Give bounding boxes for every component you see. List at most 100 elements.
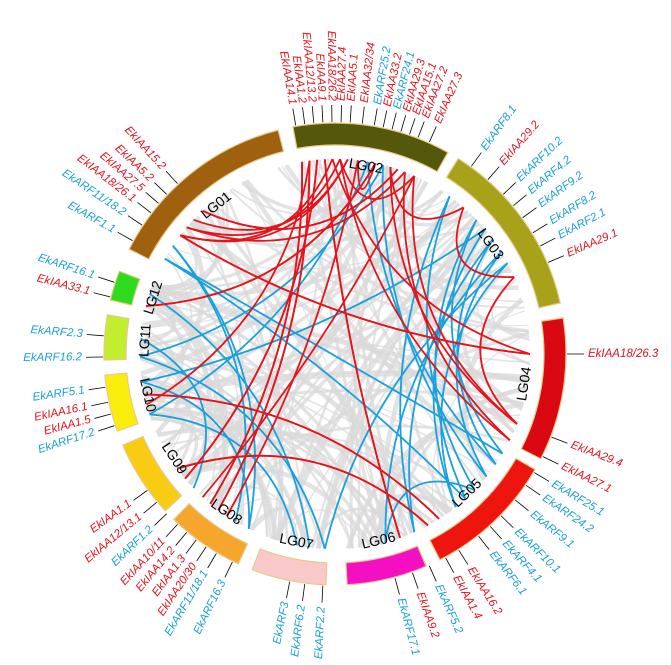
chromosome-lg12 [109, 270, 141, 306]
iaa-link [209, 161, 304, 505]
gene-tick [417, 121, 425, 138]
gene-tick [382, 110, 388, 128]
gene-tick [98, 425, 115, 432]
gene-label: EkARF16.2 [23, 351, 83, 364]
chromosome-lg10 [104, 372, 139, 432]
iaa-link [323, 159, 401, 539]
gene-tick [361, 106, 365, 124]
gene-tick [224, 561, 233, 578]
gene-label: EkARF5.1 [32, 384, 86, 403]
arf-link [425, 195, 476, 491]
iaa-link [144, 393, 440, 520]
gene-label: EkARF6.2 [289, 603, 308, 657]
gene-tick [409, 118, 416, 135]
background-link [316, 237, 494, 549]
arf-link [399, 195, 451, 533]
gene-tick [373, 108, 378, 126]
background-link [141, 226, 206, 390]
iaa-links [144, 158, 531, 539]
gene-tick [165, 524, 178, 538]
gene-tick [503, 182, 516, 195]
gene-tick [394, 577, 400, 595]
iaa-link [184, 159, 319, 480]
iaa-link [455, 207, 515, 278]
arf-link [172, 245, 256, 530]
gene-tick [94, 413, 112, 419]
gene-tick [175, 532, 187, 546]
gene-label: EkIAA9.1 [313, 53, 327, 102]
gene-tick [302, 107, 306, 125]
iaa-link [356, 160, 377, 190]
gene-tick [137, 202, 152, 214]
background-link [147, 407, 399, 540]
gene-tick [542, 456, 559, 465]
gene-label: EkARF3 [271, 600, 291, 645]
chromosome-label: LG04 [513, 365, 534, 402]
gene-tick [428, 126, 437, 143]
iaa-link [176, 454, 429, 527]
background-link [139, 357, 269, 537]
background-link [310, 225, 483, 548]
gene-tick [548, 255, 564, 263]
iaa-link [217, 160, 311, 511]
iaa-link [339, 158, 415, 200]
arf-link [149, 292, 311, 548]
gene-tick [471, 152, 482, 167]
chromosome-lg11 [103, 314, 130, 361]
gene-tick [349, 105, 352, 123]
iaa-link [331, 158, 531, 355]
gene-tick [88, 386, 106, 391]
background-link [474, 239, 531, 366]
gene-label: EkARF2.3 [30, 324, 84, 340]
gene-tick [391, 112, 397, 130]
gene-label: EkIAA5.1 [346, 53, 361, 102]
gene-tick [321, 585, 324, 603]
gene-label: EkIAA29.4 [569, 439, 624, 470]
iaa-link [186, 171, 406, 242]
gene-tick [513, 194, 527, 206]
gene-tick [428, 565, 437, 582]
chromosome-label: LG11 [135, 323, 153, 357]
iaa-link [180, 158, 349, 243]
gene-tick [98, 276, 115, 283]
gene-tick [302, 583, 306, 601]
gene-tick [534, 472, 550, 482]
iaa-link [411, 175, 518, 425]
gene-tick [165, 170, 178, 184]
gene-tick [207, 553, 217, 569]
iaa-link [479, 276, 518, 425]
chromosome-lg06 [345, 545, 427, 586]
gene-tick [412, 572, 419, 589]
background-link [349, 159, 408, 536]
gene-tick [400, 115, 407, 132]
chromosome-lg09 [121, 435, 183, 512]
gene-tick [133, 490, 148, 501]
gene-tick [86, 334, 104, 337]
chromosome-label: LG06 [360, 528, 397, 551]
gene-tick [540, 237, 556, 247]
gene-tick [117, 231, 133, 241]
chromosome-lg07 [251, 548, 328, 586]
chromosome-lg02 [292, 122, 449, 173]
gene-tick [145, 191, 159, 204]
gene-tick [91, 401, 109, 407]
background-link [181, 464, 373, 547]
arf-links [139, 161, 509, 549]
iaa-link [179, 234, 531, 355]
gene-tick [196, 546, 207, 562]
arf-link [164, 257, 467, 500]
chromosome-label: LG10 [137, 377, 160, 414]
chromosome-lg04 [520, 317, 567, 460]
gene-tick [500, 515, 514, 529]
chromosome-label: LG02 [348, 155, 385, 176]
background-link [355, 160, 515, 433]
background-link [431, 332, 530, 522]
gene-tick [489, 526, 502, 540]
gene-tick [522, 207, 537, 218]
gene-tick [286, 581, 291, 599]
gene-tick [185, 539, 197, 554]
gene-tick [515, 499, 529, 512]
gene-tick [321, 105, 324, 123]
iaa-link [225, 160, 359, 517]
